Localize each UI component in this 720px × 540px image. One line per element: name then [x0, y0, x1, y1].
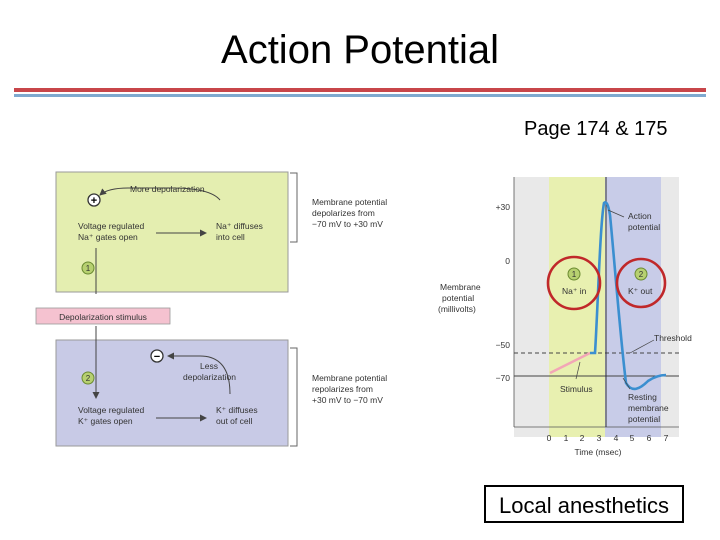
depolarize-note-2: depolarizes from	[312, 208, 375, 218]
depolarization-box	[55, 171, 289, 293]
na-diffuses-label-1: Na⁺ diffuses	[216, 221, 263, 231]
x-tick-4: 4	[614, 433, 619, 443]
x-tick-1: 1	[564, 433, 569, 443]
y-tick-minus70: −70	[496, 373, 511, 383]
y-tick-zero: 0	[505, 256, 510, 266]
phase-one-band	[549, 177, 605, 437]
na-in-highlight-circle	[546, 255, 602, 311]
k-diffuses-label-2: out of cell	[216, 416, 252, 426]
na-in-label: Na⁺ in	[562, 286, 587, 296]
k-out-label: K⁺ out	[628, 286, 653, 296]
stimulus-label: Stimulus	[560, 384, 593, 394]
na-diffuses-label-2: into cell	[216, 232, 245, 242]
positive-feedback-symbol	[87, 193, 101, 207]
y-axis-label-2: potential	[442, 293, 474, 303]
x-tick-7: 7	[664, 433, 669, 443]
threshold-label: Threshold	[654, 333, 692, 343]
bottom-bracket	[290, 347, 298, 447]
k-out-highlight-circle	[615, 257, 667, 309]
phase-one-number: 1	[572, 270, 577, 279]
y-axis-label-1: Membrane	[440, 282, 481, 292]
y-axis-label-3: (millivolts)	[438, 304, 476, 314]
less-depolarization-arc	[167, 352, 231, 395]
top-bracket	[290, 172, 298, 243]
y-tick-minus50: −50	[496, 340, 511, 350]
x-axis-label: Time (msec)	[575, 447, 622, 457]
x-tick-5: 5	[630, 433, 635, 443]
k-diffuses-label-1: K⁺ diffuses	[216, 405, 258, 415]
resting-label-1: Resting	[628, 392, 657, 402]
minus-sign: −	[154, 351, 160, 363]
phase-one-badge	[567, 267, 581, 281]
stimulus-trace	[549, 351, 591, 375]
slide-title: Action Potential	[221, 28, 499, 72]
less-depolarization-label-2: depolarization	[183, 372, 236, 382]
stimulus-leader-line	[575, 361, 581, 380]
x-tick-6: 6	[647, 433, 652, 443]
x-tick-0: 0	[547, 433, 552, 443]
resting-label-2: membrane	[628, 403, 669, 413]
repolarize-note-2: repolarizes from	[312, 384, 373, 394]
y-tick-plus30: +30	[496, 202, 511, 212]
action-potential-label-2: potential	[628, 222, 660, 232]
action-leader-line	[607, 209, 625, 218]
page-reference: Page 174 & 175	[524, 118, 668, 140]
depolarize-note-1: Membrane potential	[312, 197, 387, 207]
plus-sign: +	[91, 195, 97, 207]
title-divider-blue	[14, 94, 706, 97]
more-depolarization-arc	[99, 187, 221, 201]
action-potential-graph: +30 0 −50 −70 Membrane potential (milliv…	[438, 177, 692, 457]
step-two-number: 2	[86, 374, 91, 383]
step-two-badge	[81, 371, 95, 385]
x-tick-3: 3	[597, 433, 602, 443]
x-tick-2: 2	[580, 433, 585, 443]
feedback-flow-diagram: + More depolarization Voltage regulated …	[35, 171, 387, 447]
na-gates-label-2: Na⁺ gates open	[78, 232, 138, 242]
threshold-leader-line	[629, 339, 655, 354]
resting-leader-line	[622, 377, 631, 390]
negative-feedback-symbol	[150, 349, 164, 363]
k-gates-label-2: K⁺ gates open	[78, 416, 133, 426]
action-potential-label-1: Action	[628, 211, 652, 221]
resting-label-3: potential	[628, 414, 660, 424]
step-one-number: 1	[86, 264, 91, 273]
repolarize-note-1: Membrane potential	[312, 373, 387, 383]
na-gates-label-1: Voltage regulated	[78, 221, 144, 231]
title-divider-red	[14, 88, 706, 92]
depolarize-note-3: −70 mV to +30 mV	[312, 219, 383, 229]
action-potential-trace	[590, 201, 667, 391]
local-anesthetics-callout: Local anesthetics	[484, 485, 684, 523]
k-gates-label-1: Voltage regulated	[78, 405, 144, 415]
repolarize-note-3: +30 mV to −70 mV	[312, 395, 383, 405]
stimulus-bar-label: Depolarization stimulus	[59, 312, 147, 322]
less-depolarization-label-1: Less	[200, 361, 218, 371]
phase-two-number: 2	[639, 270, 644, 279]
depolarization-stimulus-bar	[35, 307, 171, 325]
more-depolarization-label: More depolarization	[130, 184, 205, 194]
step-one-badge	[81, 261, 95, 275]
phase-two-badge	[634, 267, 648, 281]
